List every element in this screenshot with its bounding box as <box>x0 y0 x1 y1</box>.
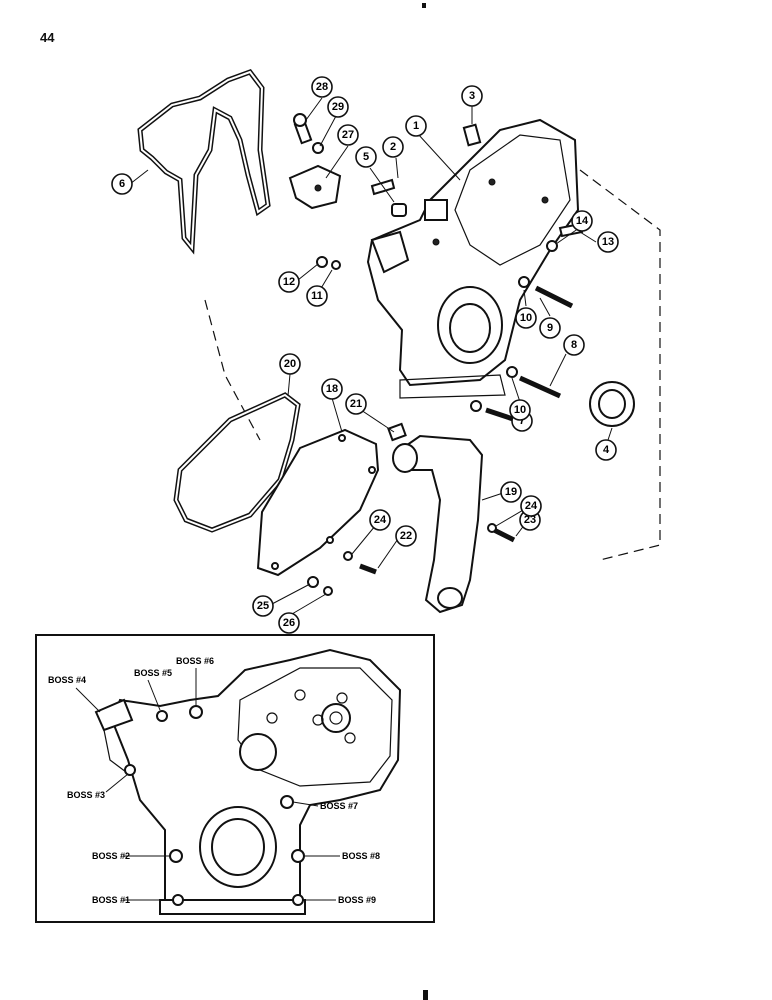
washer-10-upper <box>518 276 530 288</box>
svg-text:14: 14 <box>576 215 589 227</box>
callout-10-lower: 10 <box>509 399 531 421</box>
callout-22: 22 <box>395 525 417 547</box>
washer-10-lower-b <box>470 400 482 412</box>
svg-text:13: 13 <box>602 236 614 248</box>
callout-14: 14 <box>571 210 593 232</box>
washer-11 <box>331 260 341 270</box>
callout-24-right: 24 <box>520 495 542 517</box>
svg-text:24: 24 <box>374 514 387 526</box>
callout-6: 6 <box>111 173 133 195</box>
svg-text:19: 19 <box>505 486 517 498</box>
bolt-8 <box>518 375 562 399</box>
callout-2: 2 <box>382 136 404 158</box>
svg-text:1: 1 <box>413 120 419 132</box>
callout-12: 12 <box>278 271 300 293</box>
svg-text:5: 5 <box>363 151 369 163</box>
callout-19: 19 <box>500 481 522 503</box>
boss-9-label: BOSS #9 <box>338 895 376 905</box>
washer-24-left <box>343 551 353 561</box>
svg-text:2: 2 <box>390 141 396 153</box>
washer-29 <box>312 142 324 154</box>
callout-5: 5 <box>355 146 377 168</box>
svg-text:23: 23 <box>524 514 536 526</box>
svg-text:6: 6 <box>119 178 125 190</box>
bolt-22 <box>359 563 377 575</box>
inset-boss-view: BOSS #1 BOSS #2 BOSS #3 BOSS #4 BOSS #5 … <box>35 634 435 923</box>
top-mark <box>422 3 426 8</box>
svg-text:18: 18 <box>326 383 338 395</box>
alignment-line-right <box>579 169 661 561</box>
svg-text:29: 29 <box>332 101 344 113</box>
washer-10-lower-a <box>506 366 518 378</box>
boss-5-label: BOSS #5 <box>134 668 172 678</box>
callout-18: 18 <box>321 378 343 400</box>
bolt-7 <box>485 407 517 423</box>
washer-24-right <box>487 523 497 533</box>
boss-3-label: BOSS #3 <box>67 790 105 800</box>
boss-1-label: BOSS #1 <box>92 895 130 905</box>
callout-24-left: 24 <box>369 509 391 531</box>
svg-text:22: 22 <box>400 530 412 542</box>
callout-25: 25 <box>252 595 274 617</box>
callout-28: 28 <box>311 76 333 98</box>
callout-13: 13 <box>597 231 619 253</box>
cover-plate-18 <box>256 428 380 577</box>
alignment-line-left <box>204 299 261 441</box>
svg-text:26: 26 <box>283 617 295 629</box>
timing-cover-housing <box>366 118 580 399</box>
svg-text:25: 25 <box>257 600 269 612</box>
callout-10-upper: 10 <box>515 307 537 329</box>
svg-text:12: 12 <box>283 276 295 288</box>
callout-29: 29 <box>327 96 349 118</box>
callout-8: 8 <box>563 334 585 356</box>
callout-3: 3 <box>461 85 483 107</box>
bolt-9 <box>534 285 574 309</box>
callout-4: 4 <box>595 439 617 461</box>
callout-27: 27 <box>337 124 359 146</box>
svg-text:10: 10 <box>514 404 526 416</box>
svg-text:8: 8 <box>571 339 577 351</box>
callout-11: 11 <box>306 285 328 307</box>
plug-21 <box>387 422 407 442</box>
callout-26: 26 <box>278 612 300 634</box>
svg-text:10: 10 <box>520 312 532 324</box>
boss-2-label: BOSS #2 <box>92 851 130 861</box>
bushing-5 <box>391 203 407 217</box>
washer-14 <box>546 240 558 252</box>
washer-25 <box>307 576 319 588</box>
boss-6-label: BOSS #6 <box>176 656 214 666</box>
svg-text:28: 28 <box>316 81 328 93</box>
nut-26 <box>323 586 333 596</box>
callout-21: 21 <box>345 393 367 415</box>
svg-text:3: 3 <box>469 90 475 102</box>
stud-3 <box>462 123 482 147</box>
boss-4-label: BOSS #4 <box>48 675 86 685</box>
svg-text:24: 24 <box>525 500 538 512</box>
svg-text:4: 4 <box>603 444 610 456</box>
svg-text:7: 7 <box>519 415 525 427</box>
bottom-mark <box>423 990 428 1000</box>
svg-text:9: 9 <box>547 322 553 334</box>
page-number: 44 <box>40 30 55 45</box>
callout-1: 1 <box>405 115 427 137</box>
oil-seal-4 <box>589 381 635 427</box>
nut-12 <box>316 256 328 268</box>
svg-text:11: 11 <box>311 290 323 302</box>
callout-9: 9 <box>539 317 561 339</box>
tube-19 <box>392 434 484 614</box>
bolt-23 <box>492 527 516 543</box>
gasket-front-plate <box>137 69 271 255</box>
svg-text:20: 20 <box>284 358 296 370</box>
svg-text:27: 27 <box>342 129 354 141</box>
bolt-28 <box>293 113 313 145</box>
boss-8-label: BOSS #8 <box>342 851 380 861</box>
boss-7-label: BOSS #7 <box>320 801 358 811</box>
callout-23: 23 <box>519 509 541 531</box>
callout-20: 20 <box>279 353 301 375</box>
svg-text:21: 21 <box>350 398 362 410</box>
